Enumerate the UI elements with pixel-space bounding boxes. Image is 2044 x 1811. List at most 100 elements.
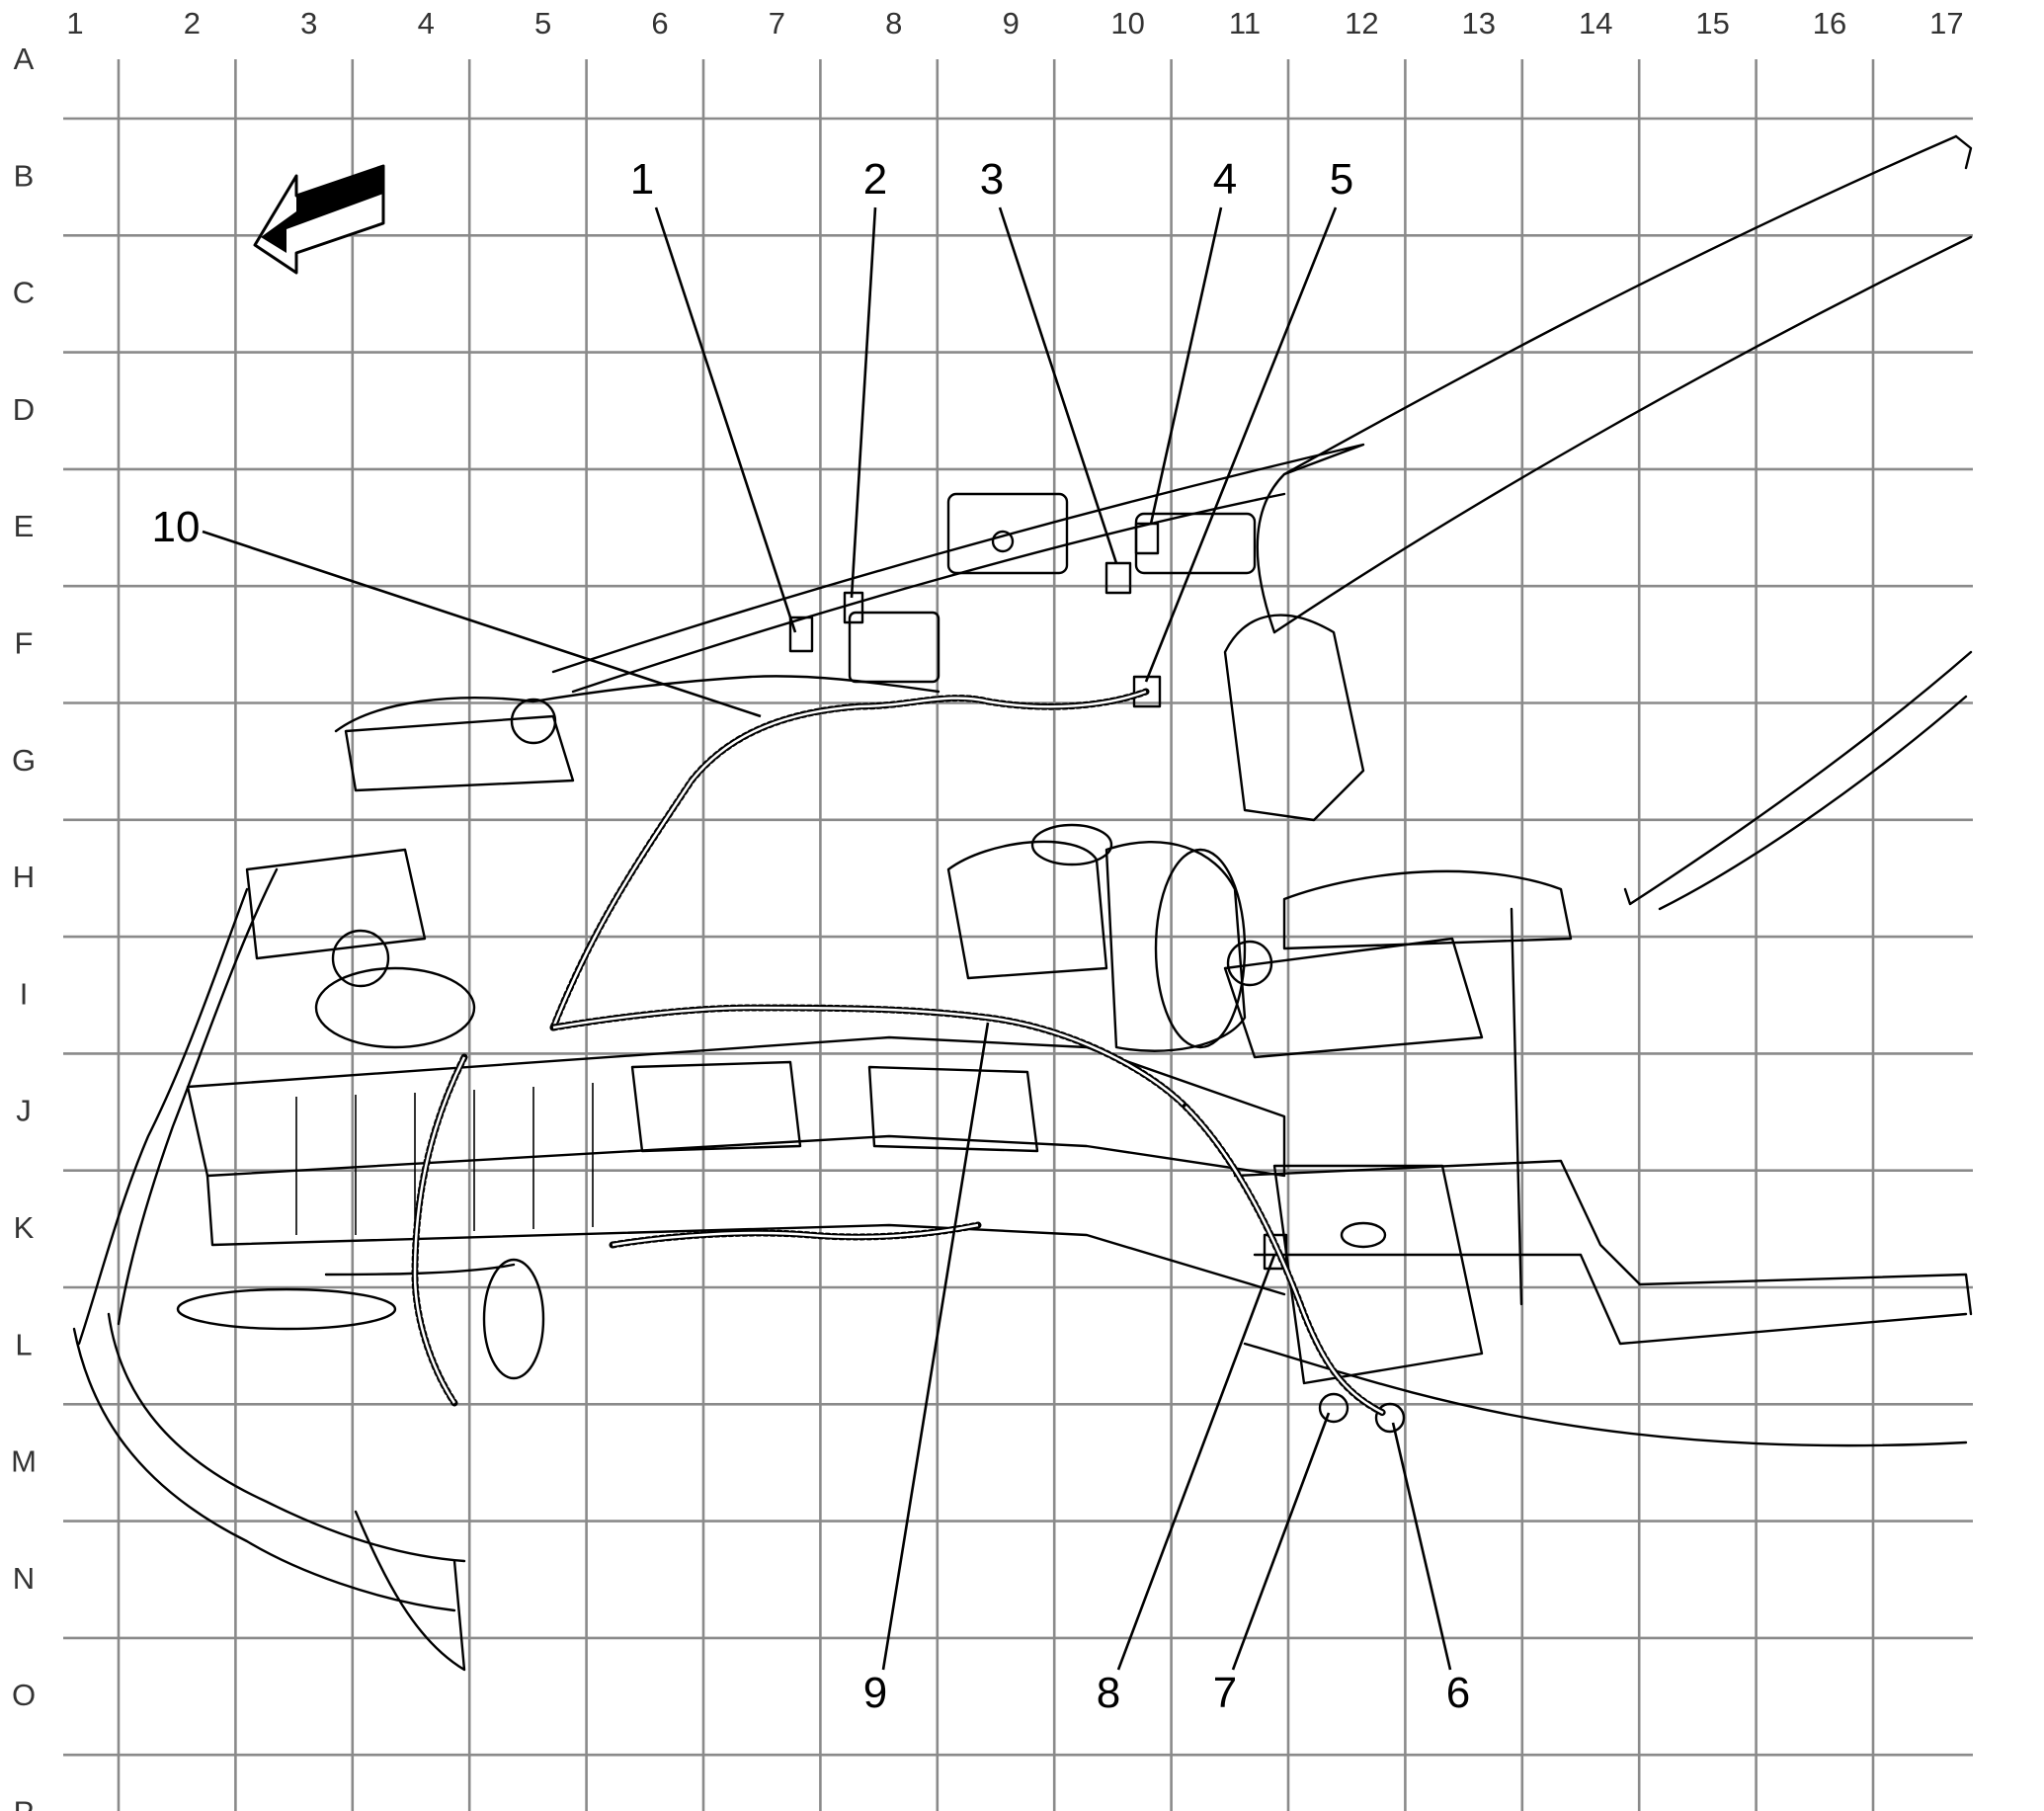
reservoir-cap bbox=[1030, 823, 1113, 866]
bracket-bolt bbox=[991, 530, 1015, 553]
grid-column-label: 12 bbox=[1345, 6, 1378, 41]
callout-5-leader-line bbox=[1144, 206, 1338, 683]
grid-row-label: A bbox=[14, 41, 35, 76]
harness-front bbox=[549, 1004, 1189, 1111]
air-intake-duct bbox=[482, 1258, 545, 1380]
grid-column-label: 3 bbox=[300, 6, 317, 41]
lamp-bulb-socket bbox=[1340, 1221, 1387, 1249]
grid-row-label: B bbox=[14, 158, 35, 193]
bracket-cowl bbox=[946, 492, 1069, 575]
grid-row-labels: ABCDEFGHIJKLMNOP bbox=[11, 41, 37, 1811]
strut-bolt-right bbox=[1226, 940, 1273, 987]
grid-column-label: 6 bbox=[651, 6, 668, 41]
callout-10-number: 10 bbox=[152, 503, 201, 551]
fender-edge-right bbox=[1623, 650, 1973, 906]
grid-row-label: C bbox=[13, 276, 35, 310]
windshield-corner bbox=[1954, 134, 1973, 170]
callout-2-number: 2 bbox=[863, 155, 887, 204]
radiator-support-box-left bbox=[630, 1060, 802, 1153]
grid-row-label: K bbox=[14, 1210, 35, 1245]
brake-fluid-reservoir bbox=[946, 840, 1108, 980]
windshield-edge bbox=[1256, 134, 1958, 634]
grid-column-label: 11 bbox=[1229, 6, 1261, 41]
callout-9-number: 9 bbox=[863, 1669, 887, 1717]
grid-row-label: D bbox=[13, 392, 35, 427]
grid-column-label: 4 bbox=[418, 6, 435, 41]
headlamp-housing-right bbox=[1272, 1164, 1484, 1385]
grid-row-label: P bbox=[14, 1795, 35, 1811]
beam-ribs bbox=[295, 1083, 594, 1235]
right-strut-tower bbox=[1223, 937, 1484, 1059]
callout-3-number: 3 bbox=[980, 155, 1004, 204]
connector-1 bbox=[788, 616, 814, 653]
callout-8-number: 8 bbox=[1097, 1669, 1120, 1717]
grid-row-label: G bbox=[12, 743, 36, 778]
front-fascia-lower bbox=[72, 1327, 456, 1612]
callout-4-leader-line bbox=[1149, 206, 1223, 525]
harness-left-drop bbox=[411, 1053, 468, 1407]
front-fascia-inner bbox=[107, 1312, 466, 1563]
grid-column-label: 10 bbox=[1110, 6, 1144, 41]
connector-3 bbox=[1104, 561, 1132, 595]
grid-column-label: 8 bbox=[885, 6, 902, 41]
callout-7-number: 7 bbox=[1213, 1669, 1237, 1717]
air-cleaner-box bbox=[344, 714, 575, 792]
grid-column-label: 16 bbox=[1813, 6, 1846, 41]
grid-row-label: I bbox=[20, 976, 29, 1011]
callout-4-number: 4 bbox=[1213, 155, 1237, 204]
fog-lamp-edge bbox=[324, 1263, 516, 1276]
fender-edge-right-inner bbox=[1658, 695, 1968, 911]
callout-10-leader-line bbox=[202, 530, 762, 718]
connector-8 bbox=[1263, 1233, 1288, 1271]
strut-tower-mount-left bbox=[510, 698, 557, 745]
left-fender-edge bbox=[77, 887, 249, 1346]
battery-box bbox=[245, 848, 427, 960]
vehicle-front-structure-drawing bbox=[72, 134, 1973, 1672]
wiper-module bbox=[1282, 869, 1573, 950]
grid-row-label: J bbox=[16, 1094, 32, 1128]
grid-row-label: E bbox=[14, 509, 35, 543]
callout-9-leader-line bbox=[881, 1022, 990, 1671]
right-frame-rail bbox=[1233, 1159, 1973, 1316]
harness-upper bbox=[549, 688, 1150, 1031]
callout-1-number: 1 bbox=[630, 155, 654, 204]
grid-column-label: 7 bbox=[769, 6, 785, 41]
grid-column-label: 9 bbox=[1003, 6, 1020, 41]
left-headlamp-edge bbox=[117, 867, 279, 1326]
cowl-panel-lower bbox=[571, 492, 1286, 694]
wiring-harness bbox=[411, 688, 1387, 1417]
connector-4 bbox=[1134, 522, 1160, 555]
callout-6-leader-line bbox=[1391, 1422, 1452, 1671]
grid-row-label: H bbox=[13, 860, 35, 894]
lower-bumper-beam bbox=[205, 1174, 1286, 1296]
rocker-sweep bbox=[1243, 1342, 1968, 1447]
strut-support-right bbox=[1223, 614, 1365, 822]
ground-stud-6 bbox=[1374, 1402, 1406, 1434]
radiator-support-box-right bbox=[867, 1065, 1039, 1153]
booster-face bbox=[1154, 848, 1247, 1049]
callout-7-leader-line bbox=[1231, 1412, 1331, 1671]
callout-8-leader-line bbox=[1116, 1254, 1276, 1671]
grid-row-label: F bbox=[15, 626, 34, 661]
grid-column-label: 13 bbox=[1462, 6, 1496, 41]
grid-column-label: 14 bbox=[1579, 6, 1612, 41]
callout-2-leader-line bbox=[850, 206, 877, 599]
front-bumper-beam bbox=[186, 1035, 1286, 1178]
junction-block bbox=[848, 611, 940, 684]
grid-column-label: 17 bbox=[1929, 6, 1963, 41]
upper-compartment-edge bbox=[334, 675, 940, 733]
ground-stud-7 bbox=[1318, 1392, 1349, 1424]
grid-column-label: 15 bbox=[1695, 6, 1729, 41]
tow-hook-cover bbox=[354, 1510, 466, 1672]
callout-1-leader-line bbox=[654, 206, 797, 633]
grid-row-label: M bbox=[11, 1444, 37, 1479]
connector-2 bbox=[843, 591, 864, 624]
cowl-panel-top bbox=[551, 443, 1365, 674]
cowl-edge bbox=[1272, 235, 1973, 634]
grid-column-label: 2 bbox=[184, 6, 201, 41]
grid-row-label: O bbox=[12, 1678, 36, 1712]
strut-tower-left bbox=[331, 929, 390, 988]
grid-column-label: 5 bbox=[534, 6, 551, 41]
